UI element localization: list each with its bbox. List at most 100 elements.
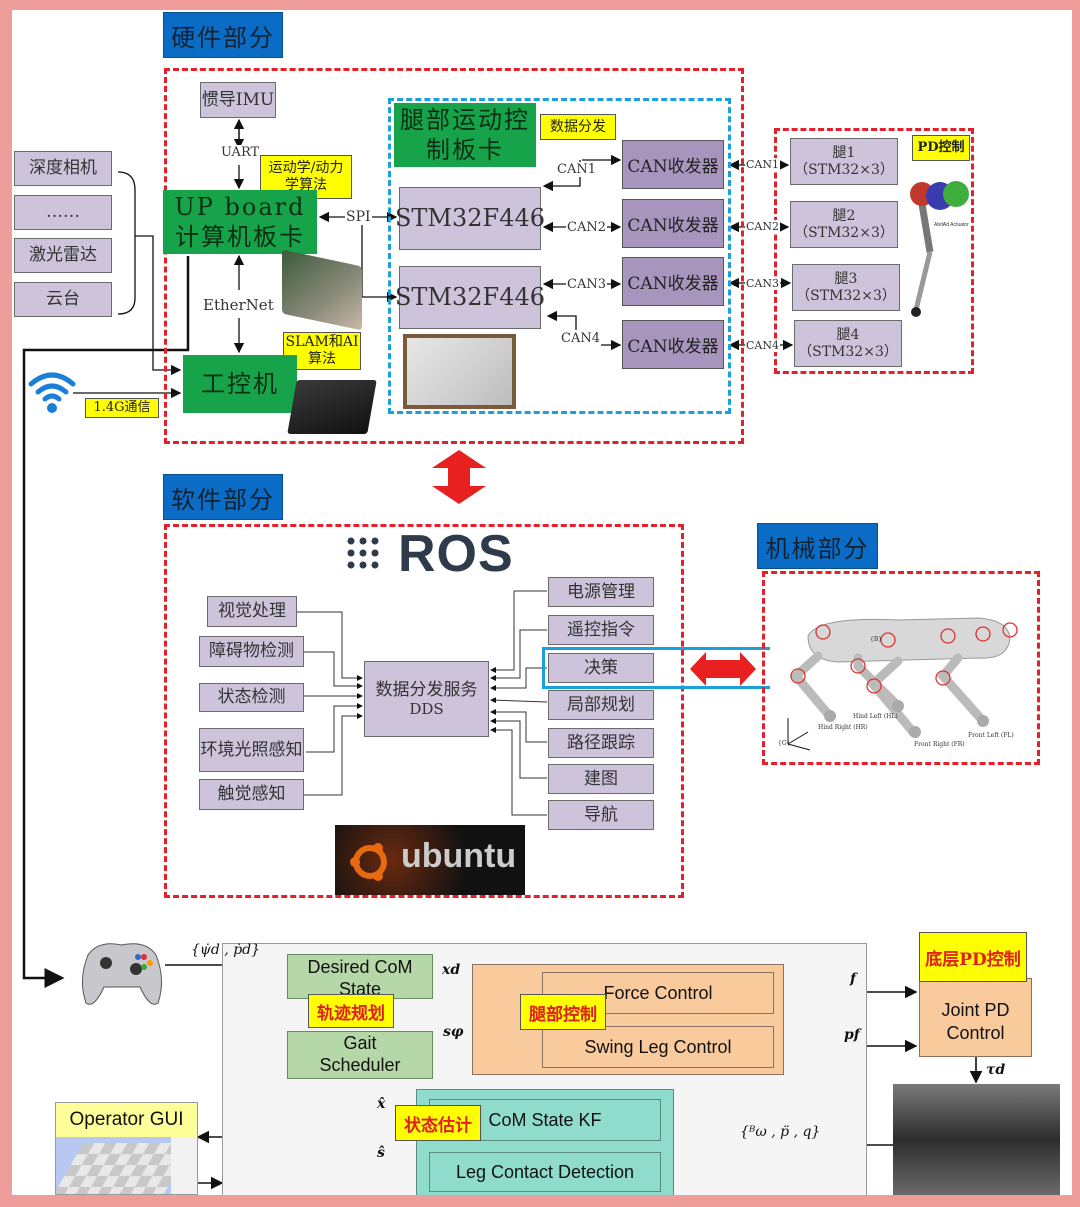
mcu-box-1: STM32F446 xyxy=(395,187,545,250)
can3-label: CAN3 xyxy=(566,277,607,292)
legs-frame xyxy=(774,128,974,374)
hardware-frame xyxy=(164,68,744,444)
force-control-box: Force Control xyxy=(542,972,774,1014)
leg-name: 腿3 xyxy=(834,270,858,287)
low-level-pd-label: 底层PD控制 xyxy=(919,932,1027,982)
can-transceiver-4: CAN收发器 xyxy=(622,320,724,369)
ipc-box: 工控机 xyxy=(183,355,297,413)
imu-box: 惯导IMU xyxy=(200,82,276,118)
dds-subtitle: DDS xyxy=(409,700,444,719)
leg-name: 腿4 xyxy=(836,326,860,343)
pd-control-label: PD控制 xyxy=(912,135,970,161)
label-hind-right: Hind Right (HR) xyxy=(818,724,868,731)
leg-can2-label: CAN2 xyxy=(745,220,780,233)
module-tactile: 触觉感知 xyxy=(199,779,304,810)
sw-mech-double-arrow-icon xyxy=(688,650,758,688)
ubuntu-circle-icon xyxy=(350,843,387,881)
comm-label: 1.4G通信 xyxy=(85,398,159,418)
robot-photo xyxy=(893,1084,1060,1195)
mcu-box-2: STM32F446 xyxy=(395,266,545,329)
leg-actuator-image: AbdAd Actuator xyxy=(902,172,972,322)
software-section-title: 软件部分 xyxy=(163,474,283,520)
sphi-label: sφ xyxy=(443,1024,464,1040)
module-state-detect: 状态检测 xyxy=(199,683,304,712)
dds-title: 数据分发服务 xyxy=(375,679,478,700)
f-label: f xyxy=(850,971,857,987)
module-decision: 决策 xyxy=(548,653,654,683)
software-frame xyxy=(164,524,684,898)
module-obstacle: 障碍物检测 xyxy=(199,636,304,667)
module-power: 电源管理 xyxy=(548,577,654,607)
dds-box: 数据分发服务 DDS xyxy=(364,661,489,737)
leg-box-1: 腿1（STM32×3） xyxy=(790,138,898,185)
can2-label: CAN2 xyxy=(566,220,607,235)
spi-label: SPI xyxy=(345,209,372,225)
operator-gui-title: Operator GUI xyxy=(56,1103,197,1137)
sensor-depth-camera: 深度相机 xyxy=(14,151,112,186)
module-ambient-light: 环境光照感知 xyxy=(199,728,304,772)
can1-label: CAN1 xyxy=(556,162,597,177)
hw-sw-double-arrow-icon xyxy=(428,448,490,506)
leg-spec: （STM32×3） xyxy=(796,287,896,304)
leg-board-frame xyxy=(388,98,731,414)
ubuntu-logo-box: ubuntu xyxy=(335,825,525,895)
quadruped-robot-image: Hind Right (HR) Hind Left (HL) Front Rig… xyxy=(778,606,1028,756)
sensor-more: …… xyxy=(14,195,112,230)
ipc-photo xyxy=(287,380,377,434)
leg-contact-box: Leg Contact Detection xyxy=(429,1152,661,1192)
module-path-track: 路径跟踪 xyxy=(548,728,654,758)
module-mapping: 建图 xyxy=(548,764,654,794)
sensor-gimbal: 云台 xyxy=(14,282,112,317)
module-vision: 视觉处理 xyxy=(207,596,297,627)
mechanical-frame xyxy=(762,571,1040,765)
decision-highlight xyxy=(542,647,770,689)
traj-planning-label: 轨迹规划 xyxy=(308,994,394,1028)
actuator-caption: AbdAd Actuator xyxy=(934,222,969,228)
gamepad-icon xyxy=(78,935,166,1010)
desired-com-box: Desired CoM State xyxy=(287,954,433,999)
leg-spec: （STM32×3） xyxy=(794,161,894,178)
command-input-label: {ψ̇d , ṗd} xyxy=(191,942,261,958)
ros-logo: ROS xyxy=(398,525,514,583)
leg-can4-label: CAN4 xyxy=(745,339,780,352)
can-transceiver-1: CAN收发器 xyxy=(622,140,724,189)
leg-can1-label: CAN1 xyxy=(745,158,780,171)
label-front-left: Front Left (FL) xyxy=(968,732,1014,739)
sensor-lidar: 激光雷达 xyxy=(14,238,112,273)
can-transceiver-2: CAN收发器 xyxy=(622,199,724,248)
leg-spec: （STM32×3） xyxy=(798,343,898,360)
hardware-section-title: 硬件部分 xyxy=(163,12,283,58)
ros-dots-icon xyxy=(346,533,380,573)
operator-gui-panel[interactable]: Operator GUI xyxy=(55,1102,198,1195)
xd-label: xd xyxy=(442,962,461,978)
leg-control-label: 腿部控制 xyxy=(520,994,606,1030)
ubuntu-logo: ubuntu xyxy=(401,837,517,875)
frame-ground: {G} xyxy=(778,740,791,747)
data-dist-label: 数据分发 xyxy=(540,114,616,140)
module-remote: 遥控指令 xyxy=(548,615,654,645)
label-hind-left: Hind Left (HL) xyxy=(853,713,898,720)
pf-label: pf xyxy=(844,1027,860,1043)
joint-pd-box: Joint PD Control xyxy=(919,978,1032,1057)
can4-label: CAN4 xyxy=(560,331,601,346)
module-navigation: 导航 xyxy=(548,800,654,830)
leg-box-2: 腿2（STM32×3） xyxy=(790,201,898,248)
gait-scheduler-box: Gait Scheduler xyxy=(287,1031,433,1079)
wifi-icon xyxy=(26,366,78,416)
xhat-label: x̂ xyxy=(377,1096,386,1112)
tau-label: τd xyxy=(986,1062,1006,1078)
frame-body: {B} xyxy=(870,636,883,643)
module-local-plan: 局部规划 xyxy=(548,690,654,720)
mechanical-section-title: 机械部分 xyxy=(757,523,878,569)
shat-label: ŝ xyxy=(377,1145,385,1161)
state-estimation-label: 状态估计 xyxy=(395,1105,481,1141)
gui-settings-panel xyxy=(171,1137,197,1194)
leg-box-4: 腿4（STM32×3） xyxy=(794,320,902,367)
swing-leg-control-box: Swing Leg Control xyxy=(542,1026,774,1068)
leg-box-3: 腿3（STM32×3） xyxy=(792,264,900,311)
leg-board-photo xyxy=(403,334,516,409)
leg-name: 腿1 xyxy=(832,144,856,161)
uart-label: UART xyxy=(220,145,261,160)
feedback-label: {ᴮω , p̈ , q} xyxy=(740,1124,821,1140)
leg-name: 腿2 xyxy=(832,207,856,224)
